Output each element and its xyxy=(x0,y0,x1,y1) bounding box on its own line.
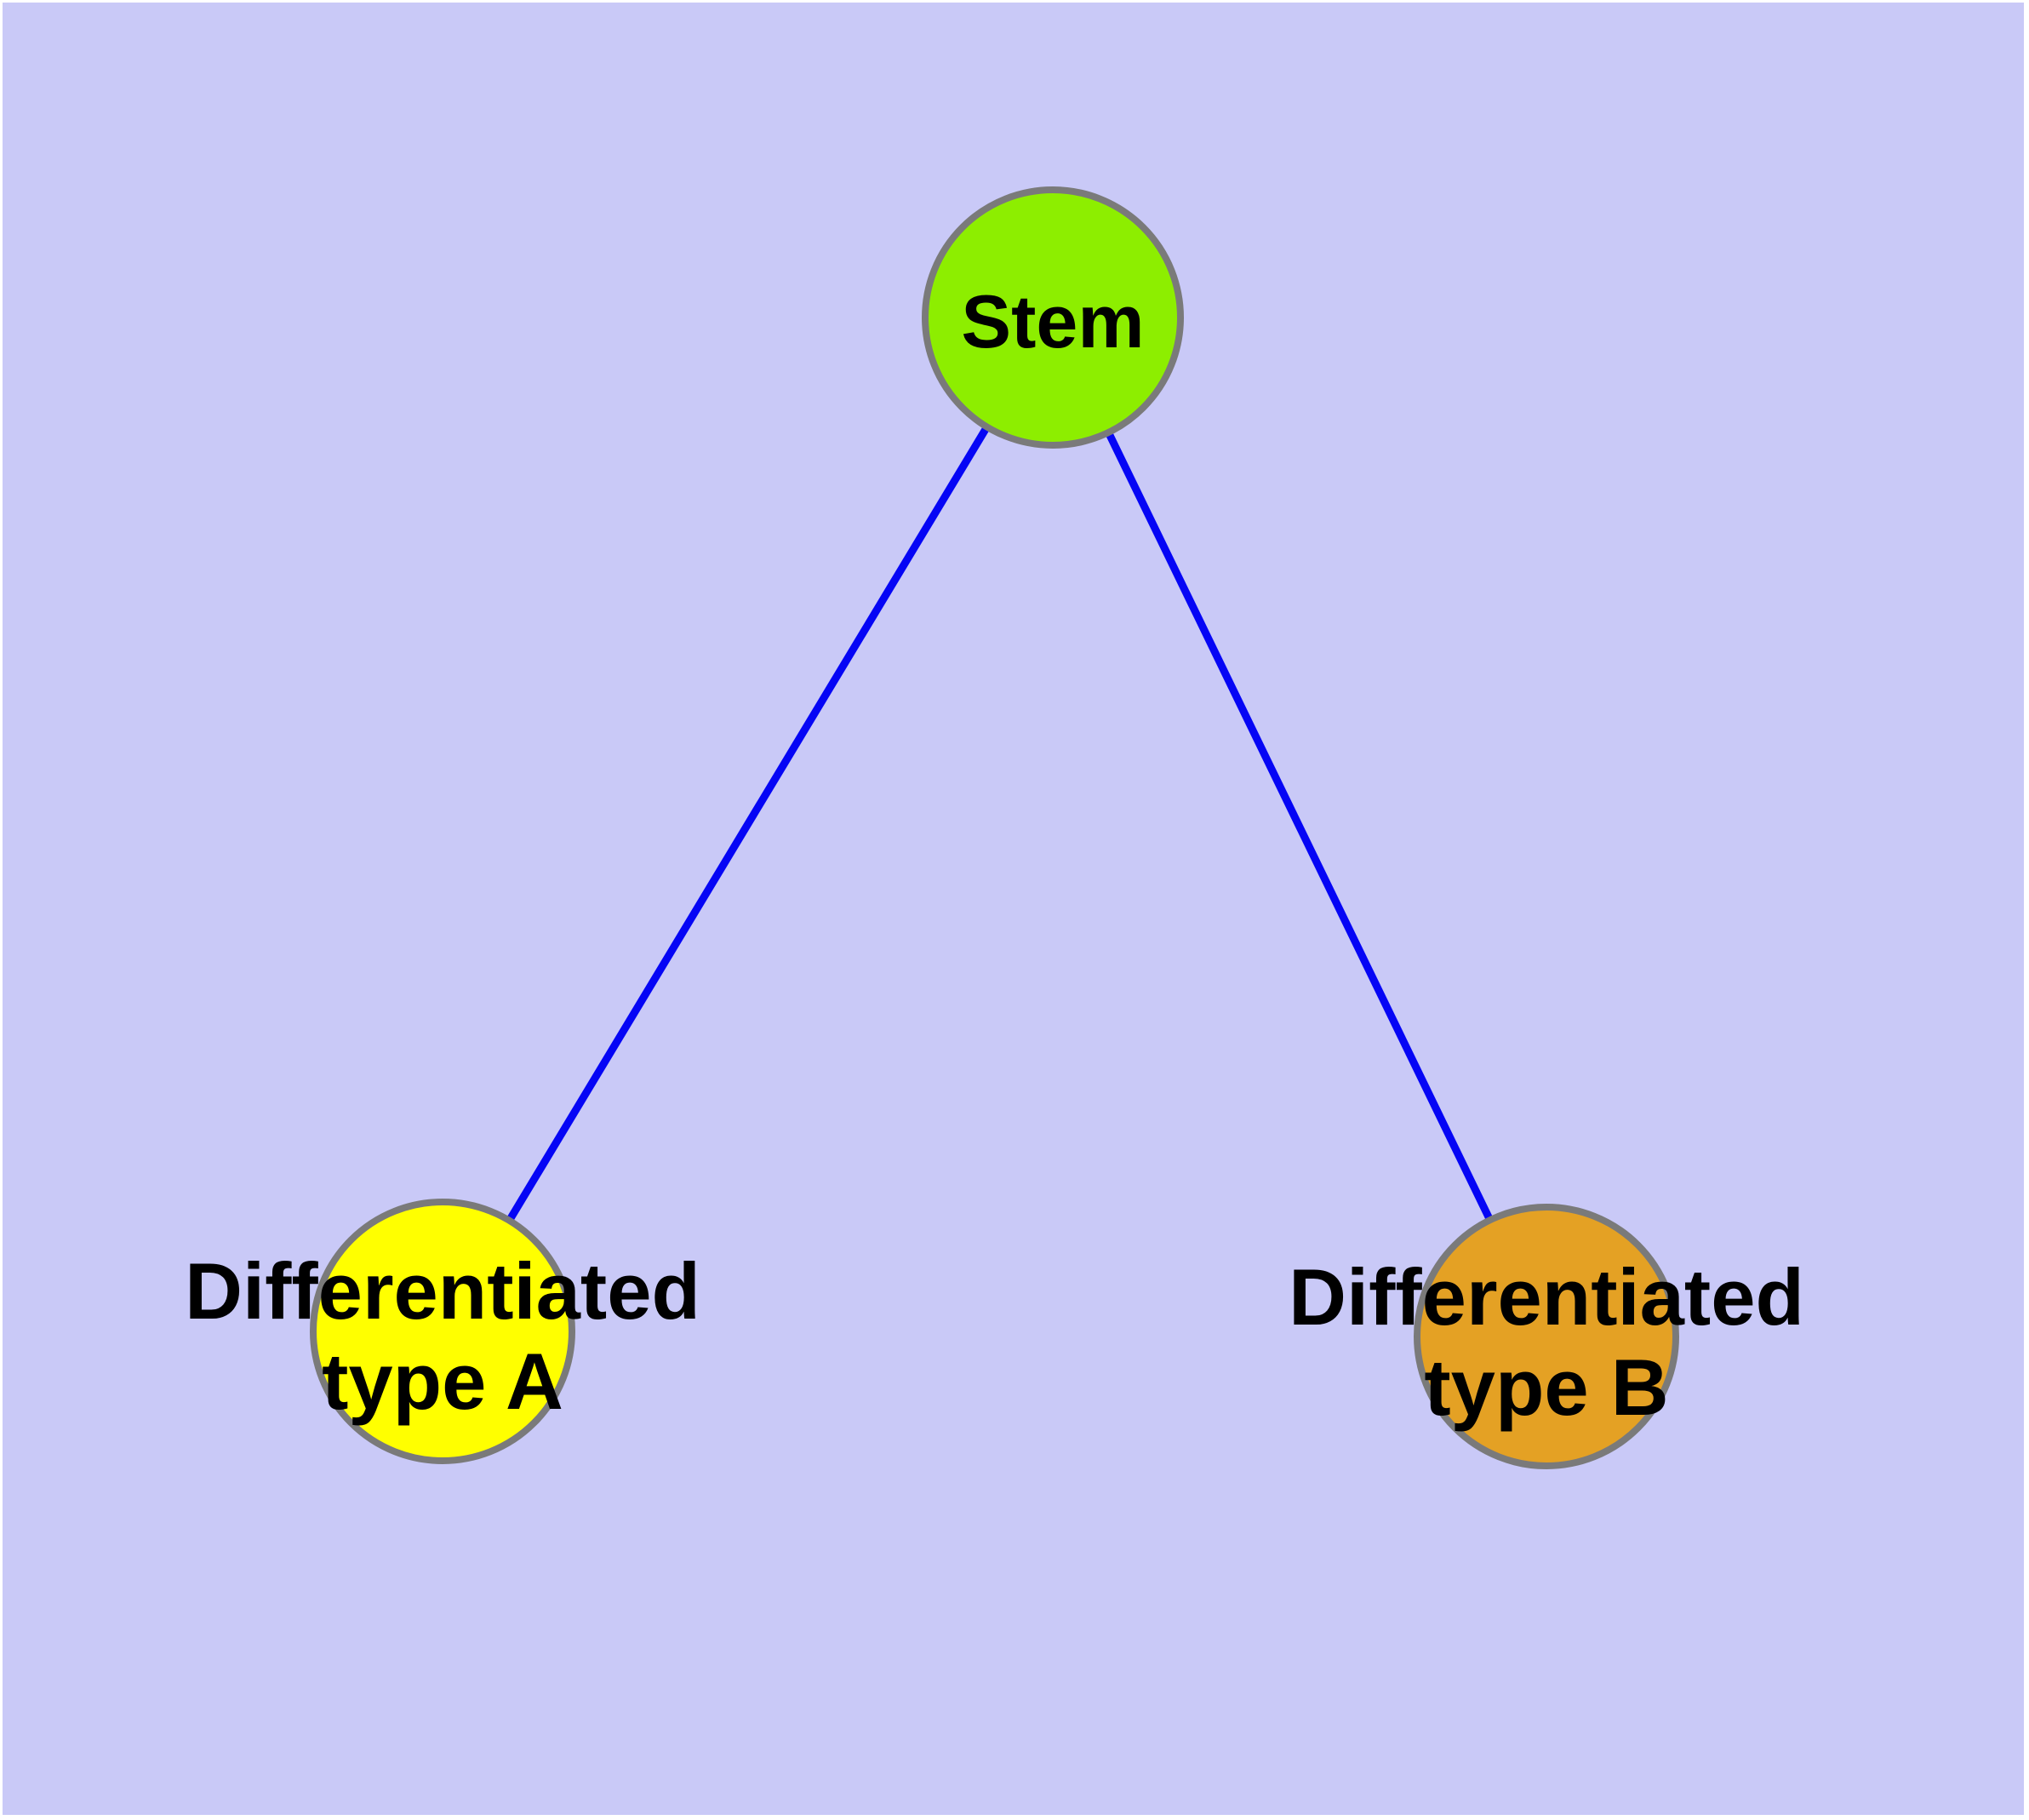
stem-node-label: Stem xyxy=(961,279,1144,363)
type-b-label-line2: type B xyxy=(1424,1342,1668,1432)
type-a-node xyxy=(310,1199,575,1464)
type-b-label-line1: Differentiated xyxy=(1289,1252,1804,1342)
type-b-node xyxy=(1414,1204,1679,1469)
type-a-label-line2: type A xyxy=(322,1336,563,1426)
edge-stem-to-type-a xyxy=(439,315,1056,1334)
type-a-label-line1: Differentiated xyxy=(185,1246,700,1336)
edge-stem-to-type-b xyxy=(1049,316,1551,1338)
stem-node xyxy=(922,186,1184,449)
